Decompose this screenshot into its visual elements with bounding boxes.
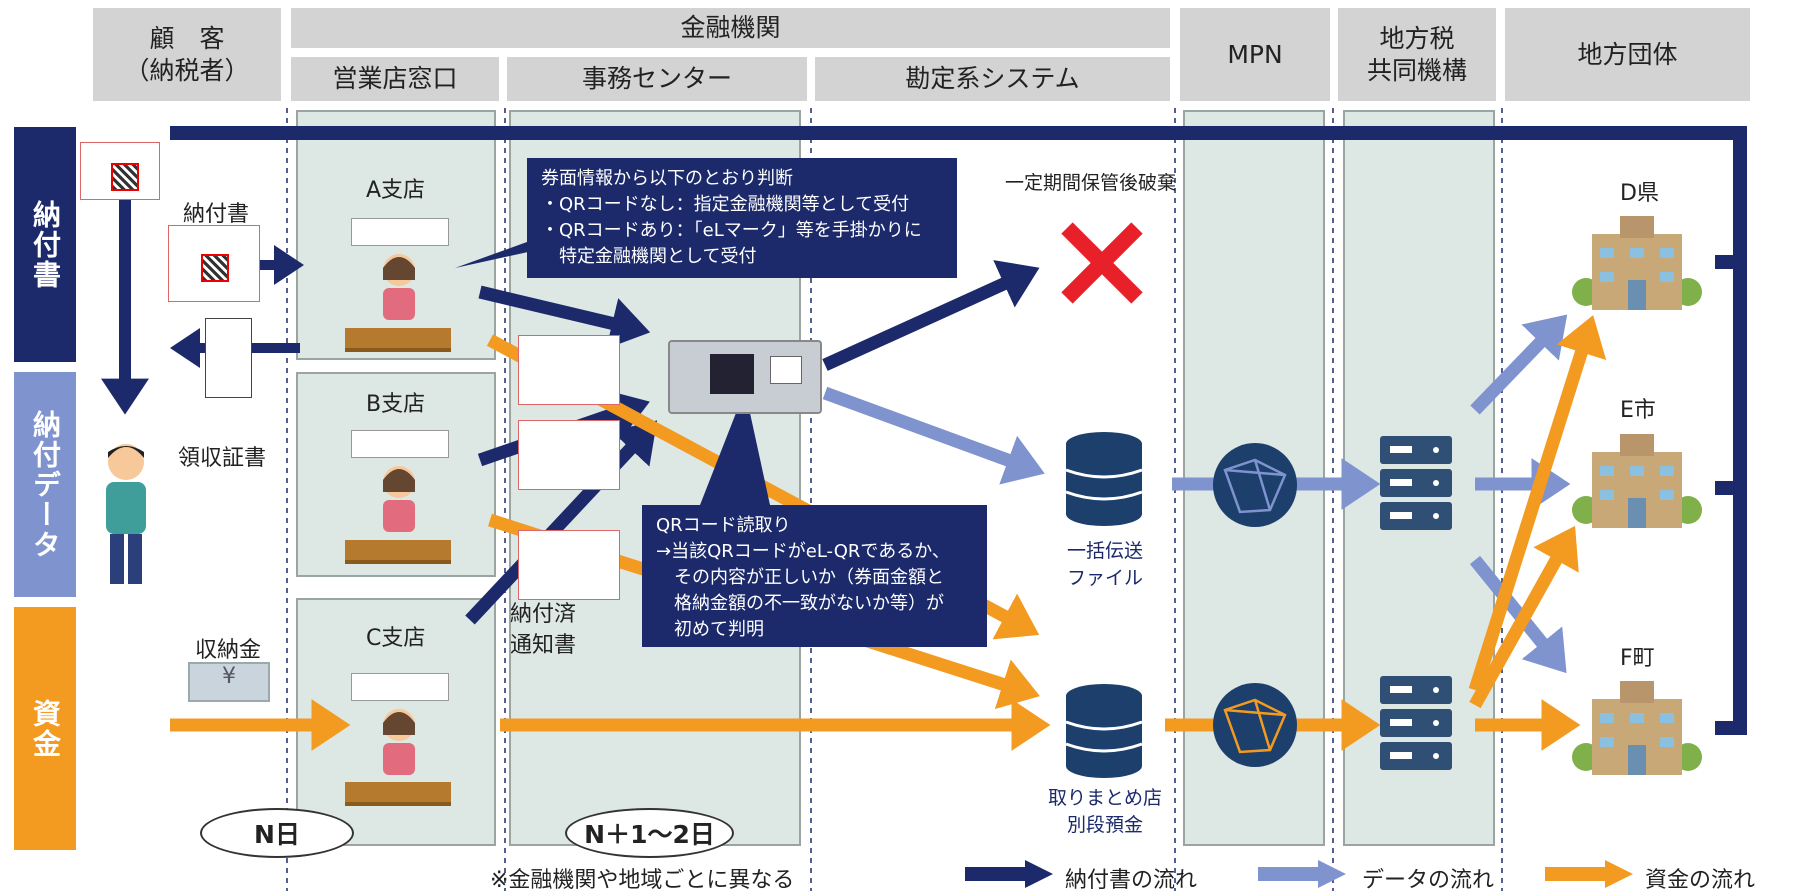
day-n12-oval: N＋1〜2日 bbox=[565, 808, 734, 858]
person-icon bbox=[106, 444, 146, 584]
side-label-data: 納付データ bbox=[14, 372, 76, 597]
branch-b-sign bbox=[351, 430, 449, 458]
building-f-icon bbox=[1572, 681, 1702, 775]
notice-stack-2-icon bbox=[518, 420, 620, 490]
legend-funds-flow: 資金の流れ bbox=[1645, 868, 1756, 893]
clerk-a-icon bbox=[383, 254, 415, 320]
notice-stack-icon bbox=[168, 225, 260, 302]
legend-notice-flow: 納付書の流れ bbox=[1065, 868, 1198, 893]
building-e-icon bbox=[1572, 434, 1702, 528]
database-batch-icon bbox=[1065, 432, 1143, 526]
callout-judgement: 券面情報から以下のとおり判断 ・QRコードなし：指定金融機関等として受付 ・QR… bbox=[527, 158, 957, 278]
server-bottom-icon bbox=[1380, 676, 1452, 770]
branch-c-label: C支店 bbox=[366, 626, 426, 651]
paid-notice-label: 納付済 通知書 bbox=[510, 602, 577, 658]
header-customer: 顧 客 （納税者） bbox=[93, 8, 281, 101]
header-office-center: 事務センター bbox=[507, 57, 807, 101]
pref-d-label: D県 bbox=[1620, 181, 1659, 206]
header-branch-window: 営業店窓口 bbox=[291, 57, 499, 101]
notice-stack-1-icon bbox=[518, 335, 620, 405]
payment-label: 収納金 bbox=[195, 638, 262, 663]
receipt-label: 領収証書 bbox=[178, 446, 267, 471]
branch-c-sign bbox=[351, 673, 449, 701]
yen-icon: ¥ bbox=[188, 662, 270, 702]
note-text: ※金融機関や地域ごとに異なる bbox=[490, 868, 795, 893]
legend-funds-arrow bbox=[1545, 860, 1633, 888]
legend-notice-arrow bbox=[965, 860, 1053, 888]
legend-data-flow: データの流れ bbox=[1362, 868, 1495, 893]
network-globe-top-icon bbox=[1213, 443, 1297, 527]
town-f-label: F町 bbox=[1620, 646, 1655, 671]
clerk-c-icon bbox=[383, 709, 415, 775]
server-top-icon bbox=[1380, 436, 1452, 530]
clerk-b-icon bbox=[383, 466, 415, 532]
legend-data-arrow bbox=[1258, 860, 1346, 888]
cross-icon bbox=[1061, 222, 1143, 304]
side-label-notice: 納付書 bbox=[14, 127, 76, 362]
deposit-label: 取りまとめ店 別段預金 bbox=[1047, 787, 1162, 836]
batch-file-label: 一括伝送 ファイル bbox=[1066, 540, 1143, 589]
header-accounting-system: 勘定系システム bbox=[815, 57, 1170, 101]
receipt-icon bbox=[205, 318, 252, 398]
network-globe-bottom-icon bbox=[1213, 683, 1297, 767]
desk-b bbox=[345, 540, 451, 564]
day-n-oval: N日 bbox=[200, 808, 354, 858]
building-d-icon bbox=[1572, 216, 1702, 310]
callout-qr-read: QRコード読取り →当該QRコードがeL-QRであるか、 その内容が正しいか（券… bbox=[642, 505, 987, 647]
header-local-tax-org: 地方税 共同機構 bbox=[1338, 8, 1496, 101]
desk-a bbox=[345, 328, 451, 352]
header-mpn: MPN bbox=[1180, 8, 1330, 101]
database-deposit-icon bbox=[1065, 684, 1143, 778]
city-e-label: E市 bbox=[1620, 398, 1656, 423]
branch-a-label: A支店 bbox=[366, 178, 426, 203]
header-local-gov: 地方団体 bbox=[1505, 8, 1750, 101]
notice-doc-label: 納付書 bbox=[183, 202, 250, 227]
notice-doc-icon bbox=[80, 142, 160, 200]
notice-stack-3-icon bbox=[518, 530, 620, 600]
branch-b-label: B支店 bbox=[366, 392, 426, 417]
side-label-funds: 資金 bbox=[14, 607, 76, 850]
dispose-label: 一定期間保管後破棄 bbox=[1005, 172, 1177, 194]
branch-a-sign bbox=[351, 218, 449, 246]
reader-machine-icon bbox=[668, 340, 822, 414]
header-bank: 金融機関 bbox=[291, 8, 1170, 48]
desk-c bbox=[345, 782, 451, 806]
